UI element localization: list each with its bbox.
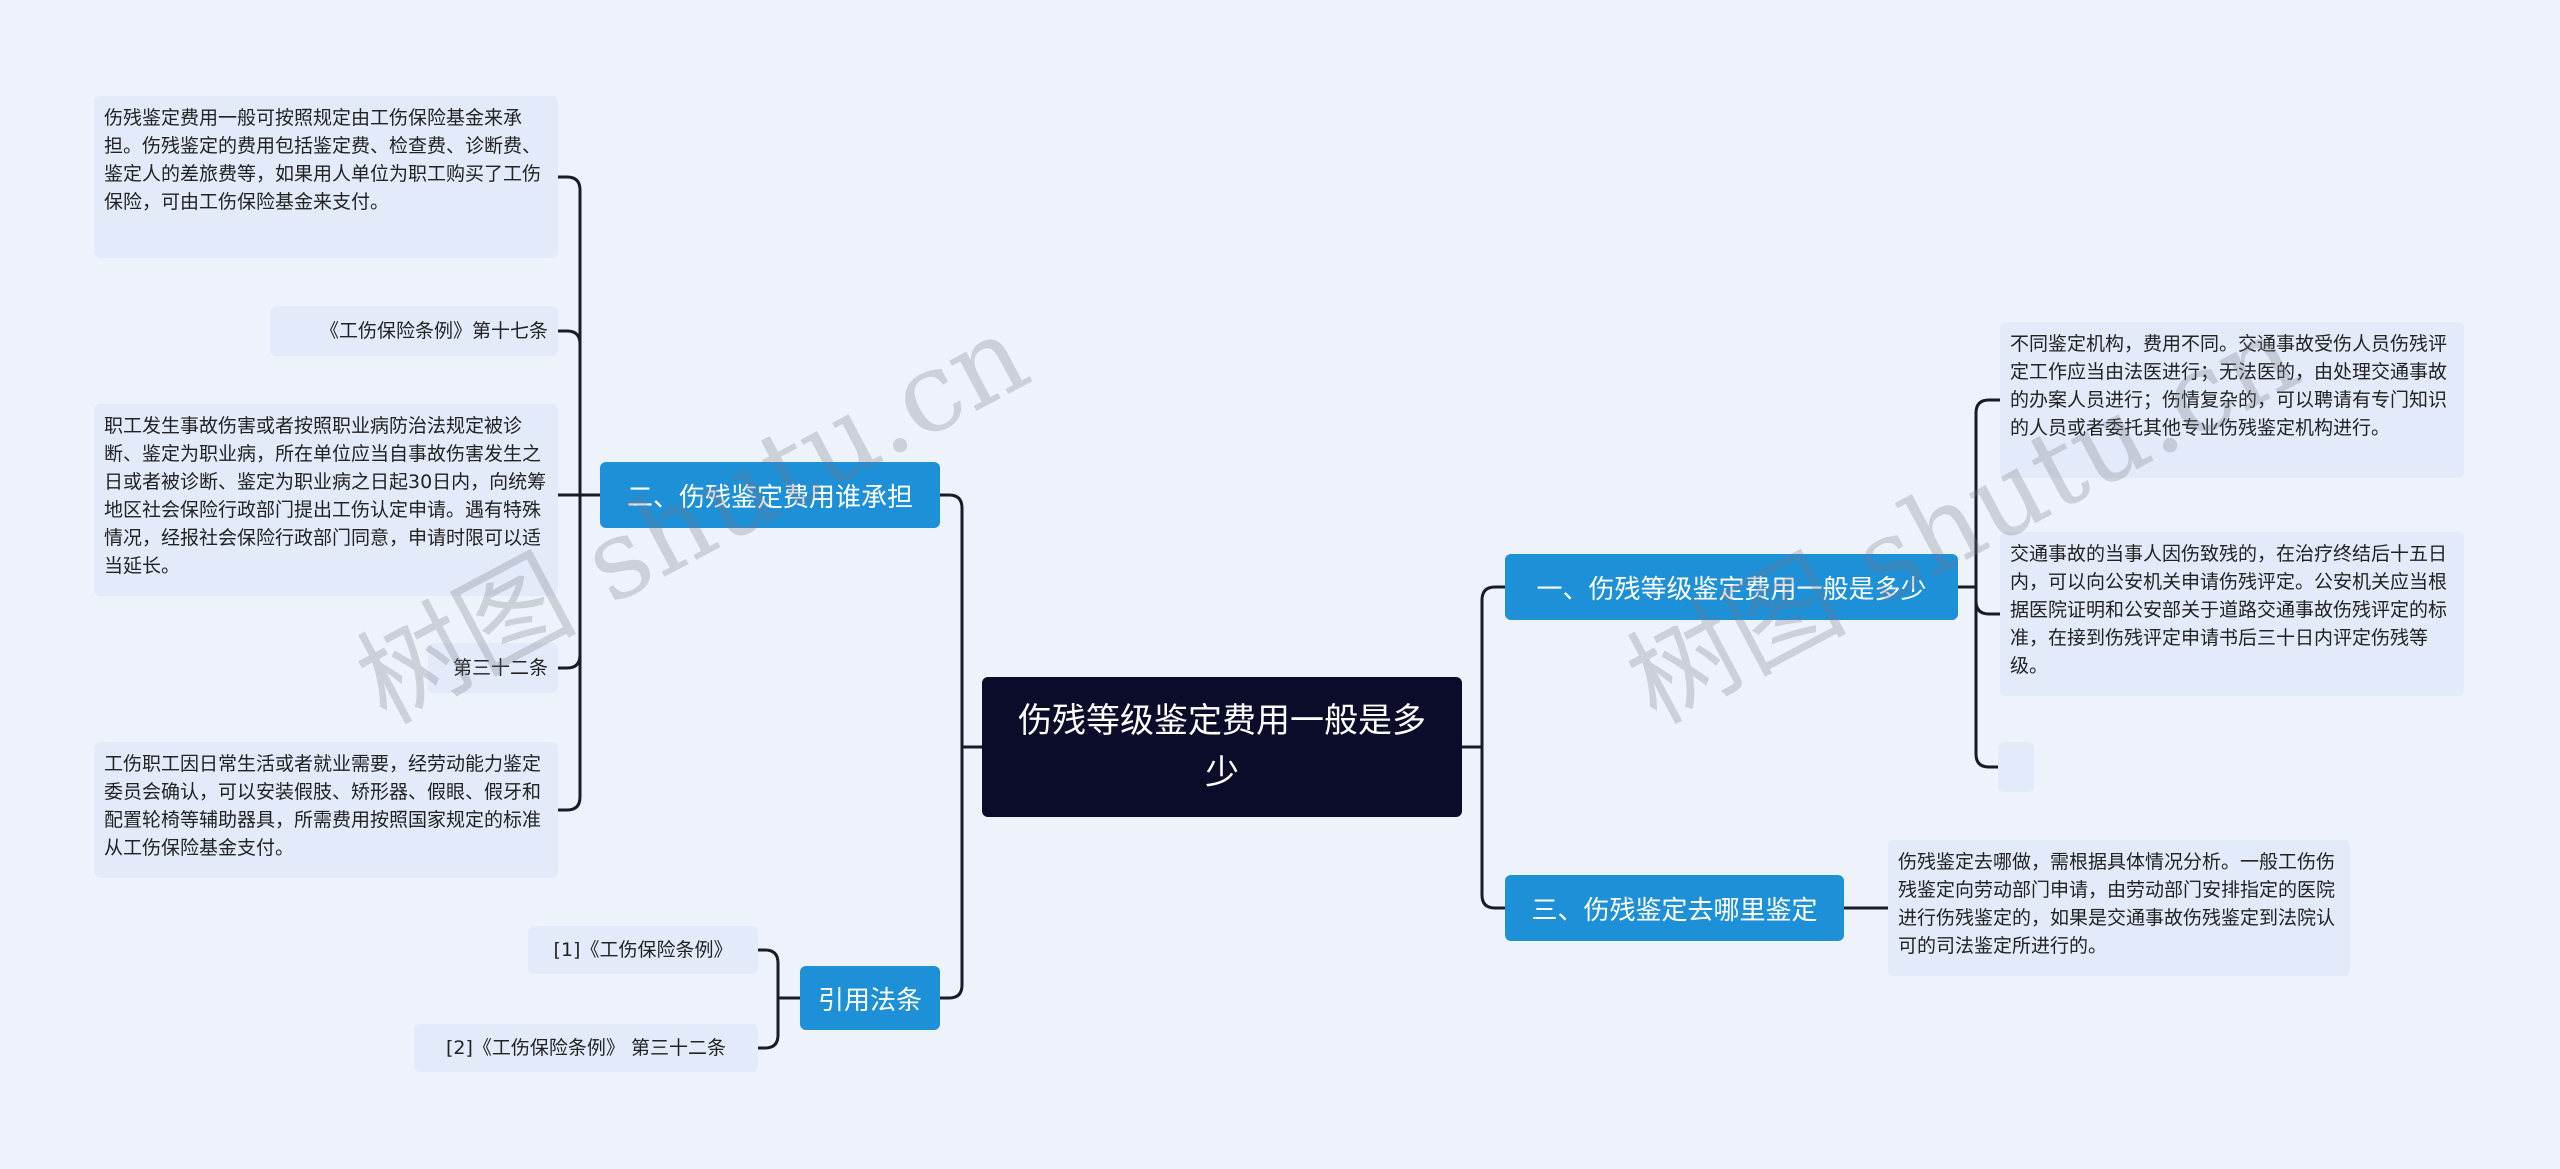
link-b4-l4a (756, 948, 802, 1000)
leaf-where-to-appraise-detail[interactable]: 伤残鉴定去哪做，需根据具体情况分析。一般工伤伤残鉴定向劳动部门申请，由劳动部门安… (1888, 840, 2350, 976)
link-b4-l4b (756, 996, 780, 1050)
leaf-assistive-devices[interactable]: 工伤职工因日常生活或者就业需要，经劳动能力鉴定委员会确认，可以安装假肢、矫形器、… (94, 742, 558, 878)
leaf-article-32[interactable]: 第三十二条 (428, 643, 558, 693)
link-root-b2 (938, 493, 984, 749)
leaf-citation-2[interactable]: [2]《工伤保险条例》 第三十二条 (414, 1024, 758, 1072)
link-b2-l2a (556, 175, 602, 497)
leaf-work-injury-application[interactable]: 职工发生事故伤害或者按照职业病防治法规定被诊断、鉴定为职业病，所在单位应当自事故… (94, 404, 558, 596)
branch-fee-amount[interactable]: 一、伤残等级鉴定费用一般是多少 (1505, 554, 1958, 620)
link-root-b4 (938, 745, 964, 1000)
branch-where-to-appraise[interactable]: 三、伤残鉴定去哪里鉴定 (1505, 875, 1844, 941)
link-b2-l2b (556, 329, 582, 497)
leaf-fee-differs-by-agency[interactable]: 不同鉴定机构，费用不同。交通事故受伤人员伤残评定工作应当由法医进行；无法医的，由… (2000, 322, 2464, 478)
link-root-b3 (1480, 745, 1507, 910)
branch-who-pays[interactable]: 二、伤残鉴定费用谁承担 (600, 462, 940, 528)
leaf-empty[interactable] (1998, 742, 2034, 792)
root-topic[interactable]: 伤残等级鉴定费用一般是多少 (982, 677, 1462, 817)
leaf-citation-1[interactable]: [1]《工伤保险条例》 (528, 926, 758, 974)
leaf-fee-borne-by-fund[interactable]: 伤残鉴定费用一般可按照规定由工伤保险基金来承担。伤残鉴定的费用包括鉴定费、检查费… (94, 96, 558, 258)
link-b1-r1b (1974, 585, 2002, 616)
link-b1-r1c (1974, 585, 2000, 769)
link-b2-l2d (556, 493, 582, 670)
link-root-b1 (1460, 585, 1507, 749)
link-b1-r1a (1956, 398, 2002, 589)
leaf-traffic-disability-assessment[interactable]: 交通事故的当事人因伤致残的，在治疗终结后十五日内，可以向公安机关申请伤残评定。公… (2000, 532, 2464, 696)
leaf-article-17[interactable]: 《工伤保险条例》第十七条 (270, 306, 558, 356)
branch-cited-laws[interactable]: 引用法条 (800, 966, 940, 1030)
link-b2-l2e (556, 493, 582, 812)
